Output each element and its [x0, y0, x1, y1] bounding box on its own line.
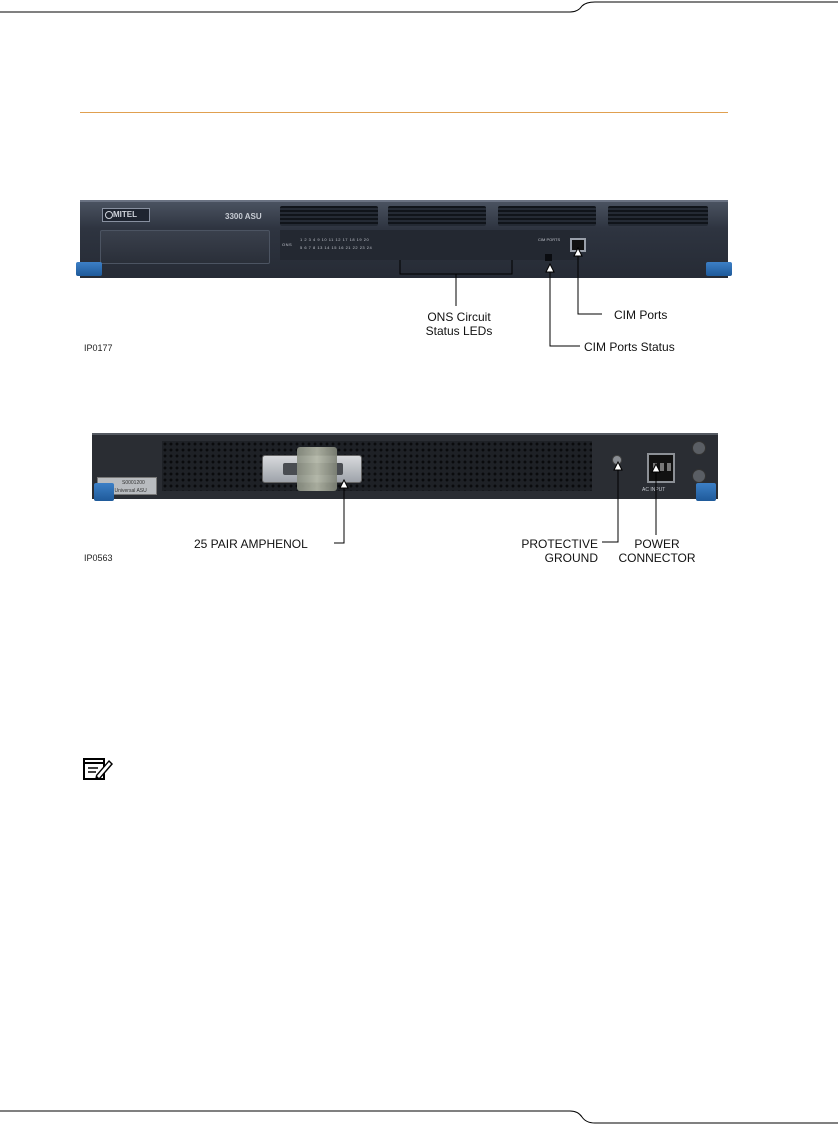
front-vent	[388, 206, 486, 226]
product-label-code: S0001200	[122, 480, 145, 486]
note-pencil-icon	[83, 758, 113, 780]
led-panel: ONS 1 2 3 4 9 10 11 12 17 18 19 20 5 6 7…	[280, 230, 580, 260]
led-numbers-row-2: 5 6 7 8 13 14 15 16 21 22 23 24	[300, 245, 373, 250]
mitel-logo: MITEL	[102, 208, 150, 222]
power-pin	[660, 463, 664, 471]
logo-mark-icon	[105, 211, 113, 219]
cim-ports-callout: CIM Ports	[614, 308, 668, 322]
section-rule	[80, 112, 728, 113]
rack-foot-left	[76, 262, 102, 276]
front-callout-lines	[399, 246, 602, 347]
model-label: 3300 ASU	[225, 212, 262, 221]
power-callout: POWER CONNECTOR	[616, 537, 698, 565]
product-label-name: 3300 Universal ASU	[102, 488, 147, 494]
front-vent	[280, 206, 378, 226]
ground-callout: PROTECTIVE GROUND	[518, 537, 598, 565]
rack-foot-right	[706, 262, 732, 276]
ons-label: ONS	[282, 242, 293, 247]
front-vent	[608, 206, 708, 226]
ac-input-label: AC INPUT	[642, 487, 666, 493]
footer-rule	[0, 1110, 838, 1124]
power-pin	[667, 463, 671, 471]
cim-status-led	[545, 254, 552, 261]
screw-icon	[692, 469, 706, 483]
figure-id: IP0177	[84, 343, 113, 353]
callout-line: CONNECTOR	[618, 551, 696, 565]
cim-status-callout: CIM Ports Status	[584, 340, 675, 354]
ventilation-grille	[162, 441, 592, 491]
header-rule	[0, 1, 838, 13]
ferrite-core	[297, 447, 337, 491]
rack-foot-right	[696, 483, 716, 501]
rear-callout-lines	[334, 460, 661, 544]
callout-line: PROTECTIVE	[521, 537, 598, 551]
callout-line: ONS Circuit	[427, 310, 491, 324]
asu-front-panel: MITEL 3300 ASU ONS 1 2 3 4 9 10 11 12 17…	[76, 200, 732, 278]
front-bezel	[100, 230, 270, 264]
asu-rear-panel: S0001200 3300 Universal ASU AC INPUT	[92, 433, 718, 501]
front-vent	[498, 206, 596, 226]
led-numbers-row-1: 1 2 3 4 9 10 11 12 17 18 19 20	[300, 237, 370, 242]
rack-foot-left	[94, 483, 114, 501]
figure-id: IP0563	[84, 553, 113, 563]
callout-line: POWER	[634, 537, 680, 551]
callout-line: Status LEDs	[425, 324, 493, 338]
amphenol-callout: 25 PAIR AMPHENOL	[194, 537, 308, 551]
power-inlet	[647, 453, 675, 483]
ons-led-callout: ONS Circuit Status LEDs	[418, 310, 500, 338]
logo-text: MITEL	[113, 210, 137, 219]
callout-line: GROUND	[544, 551, 598, 565]
cim-ports-label: CIM PORTS	[538, 237, 561, 242]
screw-icon	[692, 441, 706, 455]
